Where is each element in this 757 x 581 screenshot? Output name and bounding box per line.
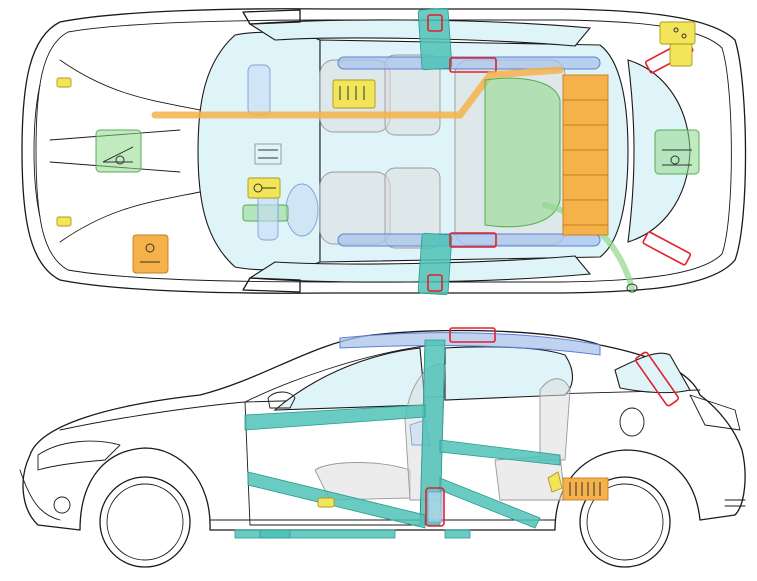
hv-battery-side	[562, 477, 609, 501]
mirror-right	[242, 277, 301, 293]
fuel-tank-top	[484, 77, 561, 228]
rocker-panel-rear	[444, 529, 471, 539]
front-wheel-rim	[106, 483, 184, 561]
dashboard-airbag-left	[247, 64, 271, 116]
door-beam-rear-upper	[439, 439, 561, 466]
steering-wheel	[285, 183, 319, 237]
rear-wheel	[579, 476, 671, 568]
top-view	[21, 7, 747, 296]
b-pillar-left	[417, 7, 453, 71]
seat-belt-pretensioner	[427, 491, 443, 523]
trunk-release-icon	[654, 129, 700, 175]
door-beam-front-lower	[247, 471, 426, 529]
front-seat-right-back	[384, 167, 441, 249]
rear-wheel-rim	[586, 483, 664, 561]
battery-cell	[562, 199, 609, 226]
ecu-icon	[332, 79, 376, 109]
hv-cable-top	[151, 66, 564, 119]
battery-cell	[562, 174, 609, 201]
b-pillar-right	[417, 232, 453, 296]
battery-cell	[562, 124, 609, 151]
b-pillar-cut-zone-side	[425, 487, 445, 527]
hood-release-icon	[95, 129, 142, 173]
rocker-panel-mid	[259, 529, 291, 539]
front-wheel	[99, 476, 191, 568]
roof-cut-zone-side	[449, 327, 496, 343]
c-pillar-cut-zone-right	[642, 231, 692, 266]
rear-quarter-glass	[614, 352, 691, 394]
side-view	[19, 327, 746, 568]
rocker-panel-front	[234, 529, 396, 539]
rear-exhaust	[724, 499, 746, 507]
hood-crease	[59, 59, 201, 111]
curtain-airbag-right	[337, 233, 601, 247]
side-body-outline	[22, 329, 746, 531]
side-mirror	[267, 391, 296, 409]
b-pillar-cut-zone-left	[427, 14, 443, 32]
rear-seat-backrest-side	[539, 378, 571, 461]
rear-pillar-cut-zone-side	[635, 351, 679, 407]
front-side-window	[273, 347, 426, 411]
front-bumper-line	[33, 84, 41, 218]
side-curtain-airbag	[339, 332, 601, 356]
gas-strut-icon	[317, 497, 335, 508]
fuel-door	[619, 407, 645, 437]
side-shoulder-line	[59, 389, 701, 431]
fuel-filler-cap	[626, 283, 638, 293]
door-beam-front-upper	[244, 404, 426, 431]
roof-rail-cut-zone-left	[449, 57, 497, 73]
roof-rail-cut-zone-right	[449, 232, 497, 248]
battery-cell	[562, 149, 609, 176]
fog-light	[53, 496, 71, 514]
top-body-outline	[21, 8, 747, 294]
curtain-airbag-left	[337, 56, 601, 70]
gas-strut-icon	[56, 77, 72, 227]
mirror-left	[242, 9, 301, 25]
hv-battery-pack	[562, 74, 609, 236]
hood-crease	[59, 191, 201, 243]
door-beam-rear-lower	[439, 477, 541, 529]
fuse-heater-icon	[254, 143, 282, 165]
taillight	[689, 394, 741, 431]
battery-cell	[562, 74, 609, 101]
rear-light-module	[659, 21, 696, 67]
battery-12v-icon	[132, 234, 169, 274]
ignition-key-icon	[247, 177, 281, 199]
b-pillar-cut-zone-right	[427, 274, 443, 292]
front-seat-right	[319, 171, 391, 245]
b-pillar-side	[419, 339, 446, 526]
battery-cell	[562, 99, 609, 126]
battery-cell	[562, 224, 609, 236]
front-bumper	[19, 469, 61, 521]
fuel-filler-side	[547, 471, 563, 493]
headlight	[37, 440, 121, 471]
